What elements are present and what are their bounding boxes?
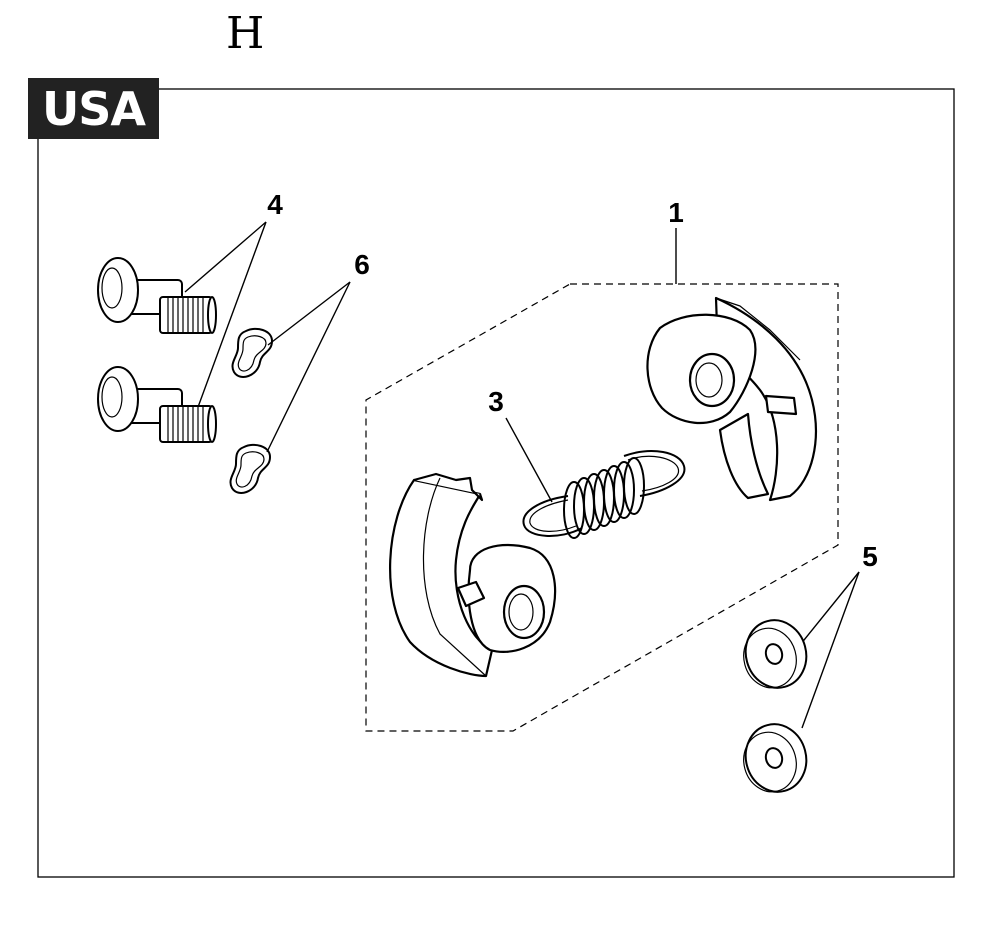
assembly-boundary [365, 283, 839, 732]
clutch-shoe-right [646, 296, 817, 502]
callout-1: 1 [668, 197, 684, 228]
diagram-frame [37, 88, 955, 878]
page-title: H [226, 8, 265, 59]
callout-5: 5 [862, 541, 878, 572]
shoulder-bolt-lower [97, 366, 217, 443]
callout-6: 6 [354, 249, 370, 280]
region-badge: USA [28, 78, 159, 139]
retaining-clip-upper [231, 327, 274, 378]
shoulder-bolt-upper [97, 257, 217, 334]
clutch-spring [522, 450, 686, 539]
callout-3: 3 [488, 386, 504, 417]
washer-lower [743, 723, 808, 793]
washer-upper [743, 619, 808, 689]
callout-4: 4 [267, 189, 283, 220]
clutch-shoe-left [389, 472, 557, 678]
leader-lines [184, 221, 860, 729]
retaining-clip-lower [229, 443, 272, 494]
